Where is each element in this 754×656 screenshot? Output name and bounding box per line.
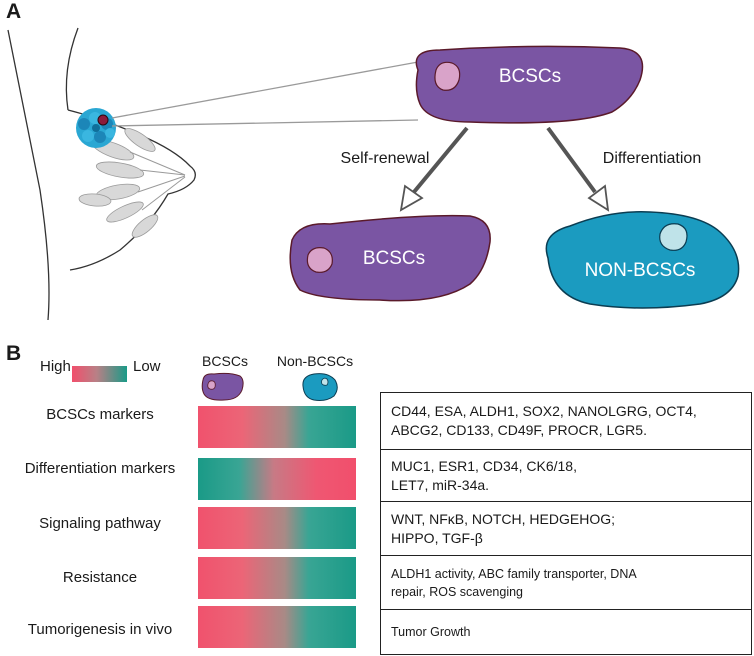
gradient-bar-signaling-pathway xyxy=(198,507,356,549)
table-text-line: LET7, miR-34a. xyxy=(391,476,490,493)
col-bcscs-cell-icon xyxy=(201,372,244,401)
table-row-resistance: ALDH1 activity, ABC family transporter, … xyxy=(381,555,751,609)
table-row-differentiation-markers: MUC1, ESR1, CD34, CK6/18, LET7, miR-34a. xyxy=(381,449,751,501)
row-label-differentiation-markers: Differentiation markers xyxy=(24,460,176,477)
non-bcsc-nucleus xyxy=(659,223,688,251)
table-row-bcscs-markers: CD44, ESA, ALDH1, SOX2, NANOLGRG, OCT4, … xyxy=(381,393,751,449)
row-label-tumorigenesis: Tumorigenesis in vivo xyxy=(27,621,173,638)
bcsc-top-label: BCSCs xyxy=(499,66,561,87)
col-non-bcscs-cell-icon xyxy=(302,373,338,401)
legend-gradient xyxy=(72,366,127,382)
table-row-tumorigenesis: Tumor Growth xyxy=(381,609,751,654)
table-text-line: MUC1, ESR1, CD34, CK6/18, xyxy=(391,457,577,474)
gradient-bar-resistance xyxy=(198,557,356,599)
differentiation-label: Differentiation xyxy=(603,150,701,167)
non-bcsc-label: NON-BCSCs xyxy=(585,260,696,281)
panel-a-label: A xyxy=(6,0,22,23)
table-row-signaling-pathway: WNT, NFκB, NOTCH, HEDGEHOG; HIPPO, TGF-β xyxy=(381,501,751,555)
bcsc-cell-top xyxy=(415,45,644,124)
bcsc-left-label: BCSCs xyxy=(363,248,425,269)
panel-a-diagram: BCSCs Self-renewal Differentiation BCSCs… xyxy=(7,27,740,321)
row-label-bcscs-markers: BCSCs markers xyxy=(46,406,154,423)
breast-illustration xyxy=(7,27,196,321)
self-renewal-label: Self-renewal xyxy=(341,150,430,167)
table-text-line: ALDH1 activity, ABC family transporter, … xyxy=(391,566,637,581)
table-text-line: Tumor Growth xyxy=(391,625,471,639)
non-bcsc-cell xyxy=(545,211,740,309)
col-non-bcscs-label: Non-BCSCs xyxy=(276,353,354,369)
markers-table: CD44, ESA, ALDH1, SOX2, NANOLGRG, OCT4, … xyxy=(380,392,752,655)
table-text-line: WNT, NFκB, NOTCH, HEDGEHOG; xyxy=(391,510,615,527)
table-text-line: ABCG2, CD133, CD49F, PROCR, LGR5. xyxy=(391,422,647,438)
bcsc-cell-left xyxy=(289,214,491,302)
table-text-line: HIPPO, TGF-β xyxy=(391,529,483,546)
row-label-signaling-pathway: Signaling pathway xyxy=(39,515,161,532)
self-renewal-arrow xyxy=(399,126,469,212)
tumor-cluster xyxy=(76,108,116,148)
col-bcscs-label: BCSCs xyxy=(202,353,248,369)
legend-low-label: Low xyxy=(133,358,161,375)
table-text-line: CD44, ESA, ALDH1, SOX2, NANOLGRG, OCT4, xyxy=(391,403,697,419)
bcsc-nucleus-top xyxy=(434,61,461,91)
table-text-line: repair, ROS scavenging xyxy=(391,584,524,599)
gradient-bar-differentiation-markers xyxy=(198,458,356,500)
differentiation-arrow xyxy=(546,126,610,212)
gradient-bar-bcscs-markers xyxy=(198,406,356,448)
row-label-resistance: Resistance xyxy=(62,569,138,586)
legend-high-label: High xyxy=(40,358,71,375)
bcsc-nucleus-left xyxy=(306,247,333,273)
gradient-bar-tumorigenesis xyxy=(198,606,356,648)
panel-b-label: B xyxy=(6,342,22,365)
